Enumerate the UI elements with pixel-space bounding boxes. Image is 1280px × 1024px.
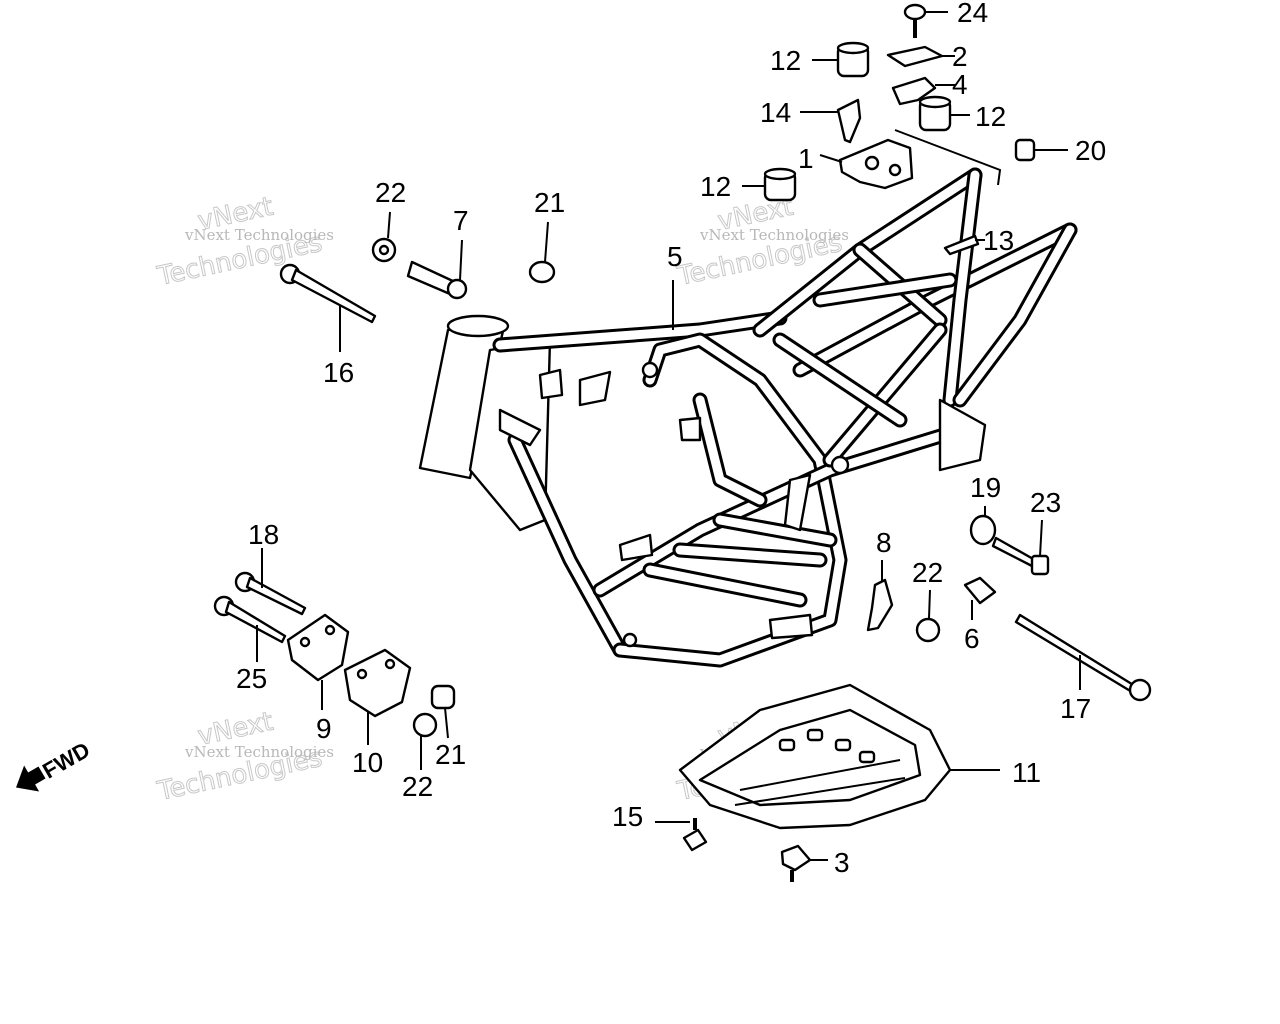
fwd-arrow-icon: FWD — [16, 737, 94, 792]
part-24-bolt — [903, 3, 948, 38]
callout-14: 14 — [760, 97, 791, 128]
watermark-small-text: vNext Technologies — [184, 743, 334, 761]
callout-12-a: 12 — [770, 45, 801, 76]
callout-1: 1 — [798, 143, 814, 174]
part-9-plate — [286, 613, 350, 710]
part-12-bushing-c — [742, 167, 797, 202]
callout-25: 25 — [236, 663, 267, 694]
part-12-bushing-a — [812, 41, 870, 78]
callout-8: 8 — [876, 527, 892, 558]
callout-24: 24 — [957, 0, 988, 28]
callout-11: 11 — [1012, 757, 1041, 788]
part-1-seat-bracket — [819, 129, 1002, 190]
part-12-bushing-b — [918, 95, 970, 132]
callout-3: 3 — [834, 847, 850, 878]
callout-18: 18 — [248, 519, 279, 550]
part-21-nut-a — [528, 221, 556, 284]
part-22-nut-b — [915, 589, 941, 643]
callout-13: 13 — [983, 225, 1014, 256]
part-3-fastener — [780, 844, 828, 882]
callout-23: 23 — [1030, 487, 1061, 518]
part-22-nut-a — [371, 211, 397, 263]
part-25-bolt — [213, 595, 287, 662]
part-19-washer — [969, 506, 997, 546]
callout-5: 5 — [667, 241, 683, 272]
part-22-nut-c — [412, 712, 438, 770]
callout-20: 20 — [1075, 135, 1106, 166]
callout-6: 6 — [964, 623, 980, 654]
callout-4: 4 — [952, 69, 968, 100]
part-2-washer — [886, 45, 955, 68]
callout-12-c: 12 — [700, 171, 731, 202]
part-13-clip — [943, 234, 985, 256]
callout-7: 7 — [453, 205, 469, 236]
part-11-skid-plate — [678, 683, 1000, 830]
part-17-long-bolt — [1014, 613, 1152, 702]
part-20-cap — [1014, 138, 1068, 162]
part-16-long-bolt — [279, 263, 377, 352]
callout-17: 17 — [1060, 693, 1091, 724]
callout-19: 19 — [970, 472, 1001, 503]
part-15-screw — [655, 818, 708, 852]
callout-15: 15 — [612, 801, 643, 832]
callout-22-a: 22 — [375, 177, 406, 208]
callout-22-b: 22 — [912, 557, 943, 588]
watermark-left-bottom: vNext Technologies vNext Technologies — [154, 706, 334, 807]
part-10-plate — [343, 648, 412, 745]
callout-16: 16 — [323, 357, 354, 388]
callout-21-a: 21 — [534, 187, 565, 218]
callout-2: 2 — [952, 41, 968, 72]
part-4-bracket — [891, 76, 955, 106]
part-8-clamp — [866, 560, 894, 632]
part-14-clip — [800, 98, 862, 144]
callout-10: 10 — [352, 747, 383, 778]
part-21-nut-b — [430, 684, 456, 739]
frame-body — [418, 167, 1078, 668]
fwd-label: FWD — [38, 737, 94, 784]
part-6-bolt — [963, 576, 997, 620]
part-7-bolt — [406, 239, 468, 300]
callout-9: 9 — [316, 713, 332, 744]
part-18-bolt — [234, 548, 307, 616]
watermark-small-text: vNext Technologies — [699, 226, 849, 244]
callout-12-b: 12 — [975, 101, 1006, 132]
callout-22-c: 22 — [402, 771, 433, 802]
watermark-small-text: vNext Technologies — [184, 226, 334, 244]
callout-21-b: 21 — [435, 739, 466, 770]
part-23-bolt — [991, 519, 1050, 576]
